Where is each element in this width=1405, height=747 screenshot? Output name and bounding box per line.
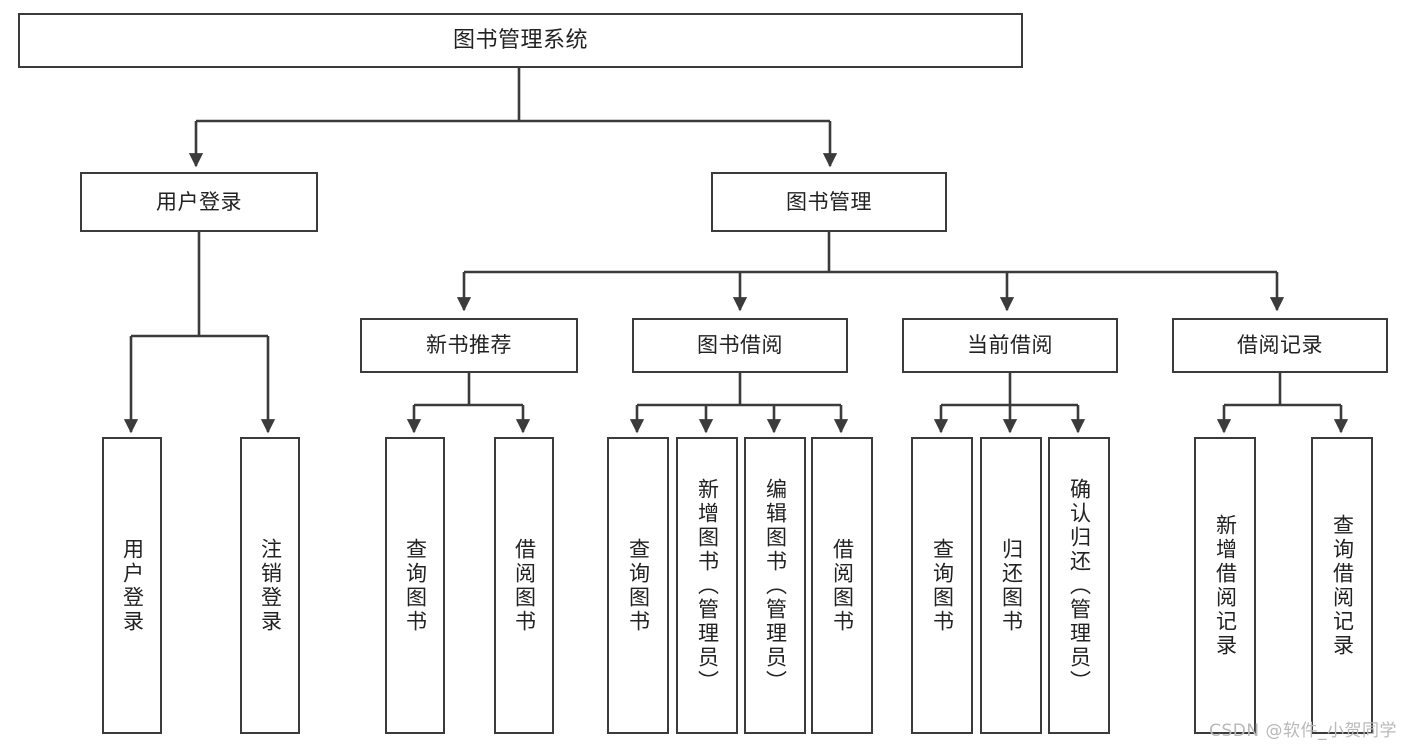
node-current-borrow[interactable]: 当前借阅 xyxy=(902,318,1118,373)
leaf-query-book-3-label: 查询图书 xyxy=(930,537,955,634)
leaf-query-book-1[interactable]: 查询图书 xyxy=(385,437,445,734)
node-current-borrow-label: 当前借阅 xyxy=(967,333,1053,358)
leaf-edit-book-label: 编辑图书（管理员） xyxy=(763,477,788,694)
node-book-manage[interactable]: 图书管理 xyxy=(711,172,947,232)
leaf-query-book-2-label: 查询图书 xyxy=(626,537,651,634)
leaf-query-book-2[interactable]: 查询图书 xyxy=(607,437,669,734)
leaf-confirm-return-label: 确认归还（管理员） xyxy=(1067,477,1092,694)
leaf-query-record-label: 查询借阅记录 xyxy=(1330,513,1355,658)
leaf-add-book-label: 新增图书（管理员） xyxy=(695,477,720,694)
leaf-query-book-1-label: 查询图书 xyxy=(403,537,428,634)
leaf-add-record-label: 新增借阅记录 xyxy=(1213,513,1238,658)
node-borrow-record-label: 借阅记录 xyxy=(1237,333,1323,358)
watermark-csdn: CSDN @软件_小贺同学 xyxy=(1209,721,1397,741)
leaf-borrow-book-1[interactable]: 借阅图书 xyxy=(494,437,554,734)
node-root[interactable]: 图书管理系统 xyxy=(18,13,1023,68)
node-new-book-rec[interactable]: 新书推荐 xyxy=(360,318,578,373)
leaf-query-record[interactable]: 查询借阅记录 xyxy=(1311,437,1373,734)
node-user-login[interactable]: 用户登录 xyxy=(80,172,318,232)
leaf-return-book[interactable]: 归还图书 xyxy=(980,437,1042,734)
leaf-logout[interactable]: 注销登录 xyxy=(240,437,300,734)
leaf-borrow-book-1-label: 借阅图书 xyxy=(512,537,537,634)
leaf-return-book-label: 归还图书 xyxy=(999,537,1024,634)
node-new-book-rec-label: 新书推荐 xyxy=(426,333,512,358)
leaf-user-login-label: 用户登录 xyxy=(120,537,145,634)
node-root-label: 图书管理系统 xyxy=(452,27,588,53)
leaf-borrow-book-2[interactable]: 借阅图书 xyxy=(811,437,873,734)
leaf-logout-label: 注销登录 xyxy=(258,537,283,634)
node-borrow-record[interactable]: 借阅记录 xyxy=(1172,318,1388,373)
leaf-query-book-3[interactable]: 查询图书 xyxy=(911,437,973,734)
node-book-manage-label: 图书管理 xyxy=(786,189,872,214)
leaf-edit-book[interactable]: 编辑图书（管理员） xyxy=(744,437,806,734)
node-book-borrow-label: 图书借阅 xyxy=(697,333,783,358)
leaf-borrow-book-2-label: 借阅图书 xyxy=(830,537,855,634)
leaf-add-book[interactable]: 新增图书（管理员） xyxy=(676,437,738,734)
leaf-add-record[interactable]: 新增借阅记录 xyxy=(1194,437,1256,734)
node-book-borrow[interactable]: 图书借阅 xyxy=(632,318,848,373)
node-user-login-label: 用户登录 xyxy=(156,189,242,214)
leaf-confirm-return[interactable]: 确认归还（管理员） xyxy=(1048,437,1110,734)
leaf-user-login[interactable]: 用户登录 xyxy=(102,437,162,734)
